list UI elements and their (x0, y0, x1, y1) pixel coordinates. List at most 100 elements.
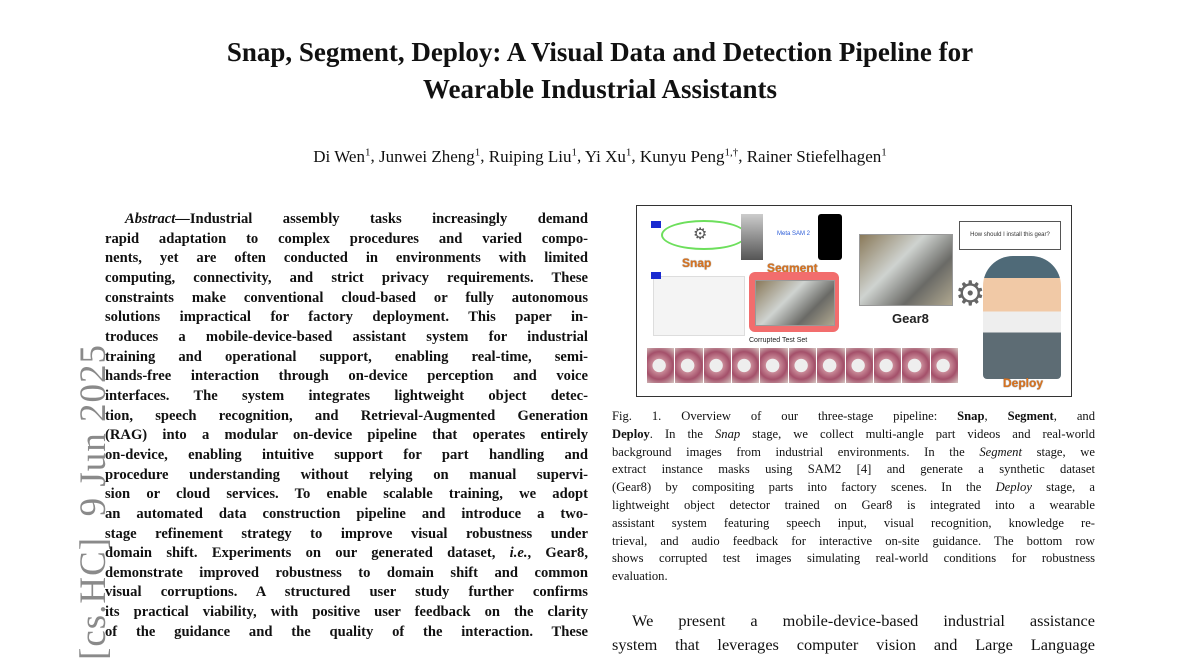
text-line: demonstrate improved robustness to domai… (105, 564, 588, 584)
text-line: assistant system featuring speech input,… (612, 515, 1095, 533)
text-segment: stage refinement strategy to improve vis… (105, 525, 588, 542)
camera-icon (651, 272, 661, 279)
text-segment: Deploy (612, 426, 650, 441)
corrupted-image (703, 348, 732, 383)
text-segment: We present a mobile-device-based industr… (632, 611, 1095, 630)
snap-label: Snap (682, 256, 712, 270)
text-segment: , (984, 409, 1008, 423)
text-segment: hands-free interaction through on-device… (105, 368, 588, 385)
text-segment: of the guidance and the quality of the i… (105, 623, 588, 640)
deploy-label: Deploy (1003, 376, 1044, 390)
mask-image (818, 214, 842, 260)
author: Junwei Zheng1 (378, 146, 480, 166)
text-line: troduces a mobile-device-based assistant… (105, 328, 588, 348)
author-affiliation: 1 (625, 146, 632, 158)
text-line: domain shift. Experiments on our generat… (105, 544, 588, 564)
corrupted-image (817, 348, 845, 383)
text-line: Deploy. In the Snap stage, we collect mu… (612, 426, 1095, 444)
author-affiliation: 1 (364, 146, 371, 158)
text-segment: an automated data construction pipeline … (105, 505, 588, 522)
text-line: system that leverages computer vision an… (612, 633, 1095, 657)
text-segment: (Gear8) by compositing parts into factor… (612, 480, 996, 495)
text-segment: extract instance masks using SAM2 [4] an… (612, 462, 1095, 477)
text-line: lightweight object detector trained on G… (612, 497, 1095, 515)
text-line: We present a mobile-device-based industr… (612, 609, 1095, 633)
text-segment: sion or cloud services. To enable scalab… (105, 486, 588, 503)
text-segment: trieval, and audio feedback for interact… (612, 533, 1095, 548)
text-line: sion or cloud services. To enable scalab… (105, 485, 588, 505)
author: Di Wen1 (313, 146, 371, 166)
author-name: Kunyu Peng (639, 146, 725, 166)
text-line: (RAG) into a modular on-device pipeline … (105, 426, 588, 446)
text-segment: troduces a mobile-device-based assistant… (105, 328, 588, 345)
text-segment: assistant system featuring speech input,… (612, 515, 1095, 530)
author: Kunyu Peng1,† (639, 146, 739, 166)
corrupted-image (675, 348, 703, 383)
paper-title: Snap, Segment, Deploy: A Visual Data and… (0, 34, 1200, 108)
text-line: on-device, enabling intuitive support fo… (105, 446, 588, 466)
text-line: visual corruptions. A structured user st… (105, 583, 588, 603)
text-line: procedure understanding without relying … (105, 466, 588, 486)
text-segment: Snap (714, 426, 741, 441)
text-segment: solutions impractical for factory deploy… (105, 309, 588, 326)
text-segment: evaluation. (612, 569, 668, 584)
text-segment: training and operational support, enabli… (105, 348, 588, 365)
text-segment: constraints make conventional cloud-base… (105, 289, 588, 306)
corrupted-image (930, 348, 958, 383)
factory-illustration (653, 276, 745, 336)
figure-1: ⚙ Snap Meta SAM 2 Segment Gear8 Corrupte… (636, 205, 1072, 397)
author-affiliation: 1 (881, 146, 887, 158)
title-line-1: Snap, Segment, Deploy: A Visual Data and… (226, 37, 974, 67)
text-segment: its practical viability, with positive u… (105, 604, 588, 621)
corrupted-image (845, 348, 873, 383)
text-line: trieval, and audio feedback for interact… (612, 533, 1095, 551)
text-segment: , Gear8, (527, 545, 588, 562)
corrupted-image (902, 348, 930, 383)
text-segment: visual corruptions. A structured user st… (105, 584, 588, 601)
author: Ruiping Liu1 (488, 146, 577, 166)
text-segment: Segment (979, 444, 1022, 459)
text-segment: background images from industrial enviro… (612, 444, 980, 459)
text-segment: nents, yet are often conducted in enviro… (105, 250, 588, 267)
text-segment: interfaces. The system integrates lightw… (105, 387, 588, 404)
text-segment: computing, connectivity, and strict priv… (105, 269, 588, 286)
author-name: Junwei Zheng (378, 146, 475, 166)
text-segment: tion, speech recognition, and Retrieval-… (105, 407, 588, 424)
part-photo (741, 214, 763, 260)
text-line: solutions impractical for factory deploy… (105, 308, 588, 328)
text-segment: Segment (1007, 409, 1054, 423)
speech-bubble: How should I install this gear? (959, 221, 1061, 250)
text-segment: . In the (649, 426, 715, 441)
segment-label: Segment (767, 261, 818, 275)
text-segment: stage, we collect multi-angle part video… (740, 426, 1095, 441)
text-line: evaluation. (612, 568, 1095, 586)
background-images-box (749, 272, 839, 332)
text-segment: rapid adaptation to complex procedures a… (105, 230, 588, 247)
text-segment: Deploy (995, 480, 1032, 495)
text-line: shows corrupted test images simulating r… (612, 550, 1095, 568)
camera-icon (651, 221, 661, 228)
author: Yi Xu1 (585, 146, 632, 166)
author-name: Di Wen (313, 146, 365, 166)
corrupted-image (647, 348, 675, 383)
corrupted-image (788, 348, 817, 383)
text-segment: Industrial assembly tasks increasingly d… (189, 211, 588, 227)
author-name: Ruiping Liu (488, 146, 572, 166)
text-line: interfaces. The system integrates lightw… (105, 387, 588, 407)
author: Rainer Stiefelhagen1 (746, 146, 887, 166)
gear8-sample-image (859, 234, 953, 306)
author-name: Rainer Stiefelhagen (746, 146, 882, 166)
author-list: Di Wen1, Junwei Zheng1, Ruiping Liu1, Yi… (313, 146, 887, 166)
author-affiliation: 1,† (724, 146, 739, 158)
text-segment: demonstrate improved robustness to domai… (105, 564, 588, 581)
text-line: Fig. 1. Overview of our three-stage pipe… (612, 408, 1095, 426)
text-line: (Gear8) by compositing parts into factor… (612, 479, 1095, 497)
text-segment: shows corrupted test images simulating r… (612, 551, 1095, 566)
corrupted-image (873, 348, 902, 383)
text-segment: procedure understanding without relying … (105, 466, 588, 483)
corrupted-image (760, 348, 788, 383)
figure-caption: Fig. 1. Overview of our three-stage pipe… (612, 408, 1095, 586)
intro-paragraph: We present a mobile-device-based industr… (612, 609, 1095, 657)
sam-logo: Meta SAM 2 (777, 231, 811, 237)
text-segment: on-device, enabling intuitive support fo… (105, 446, 588, 463)
